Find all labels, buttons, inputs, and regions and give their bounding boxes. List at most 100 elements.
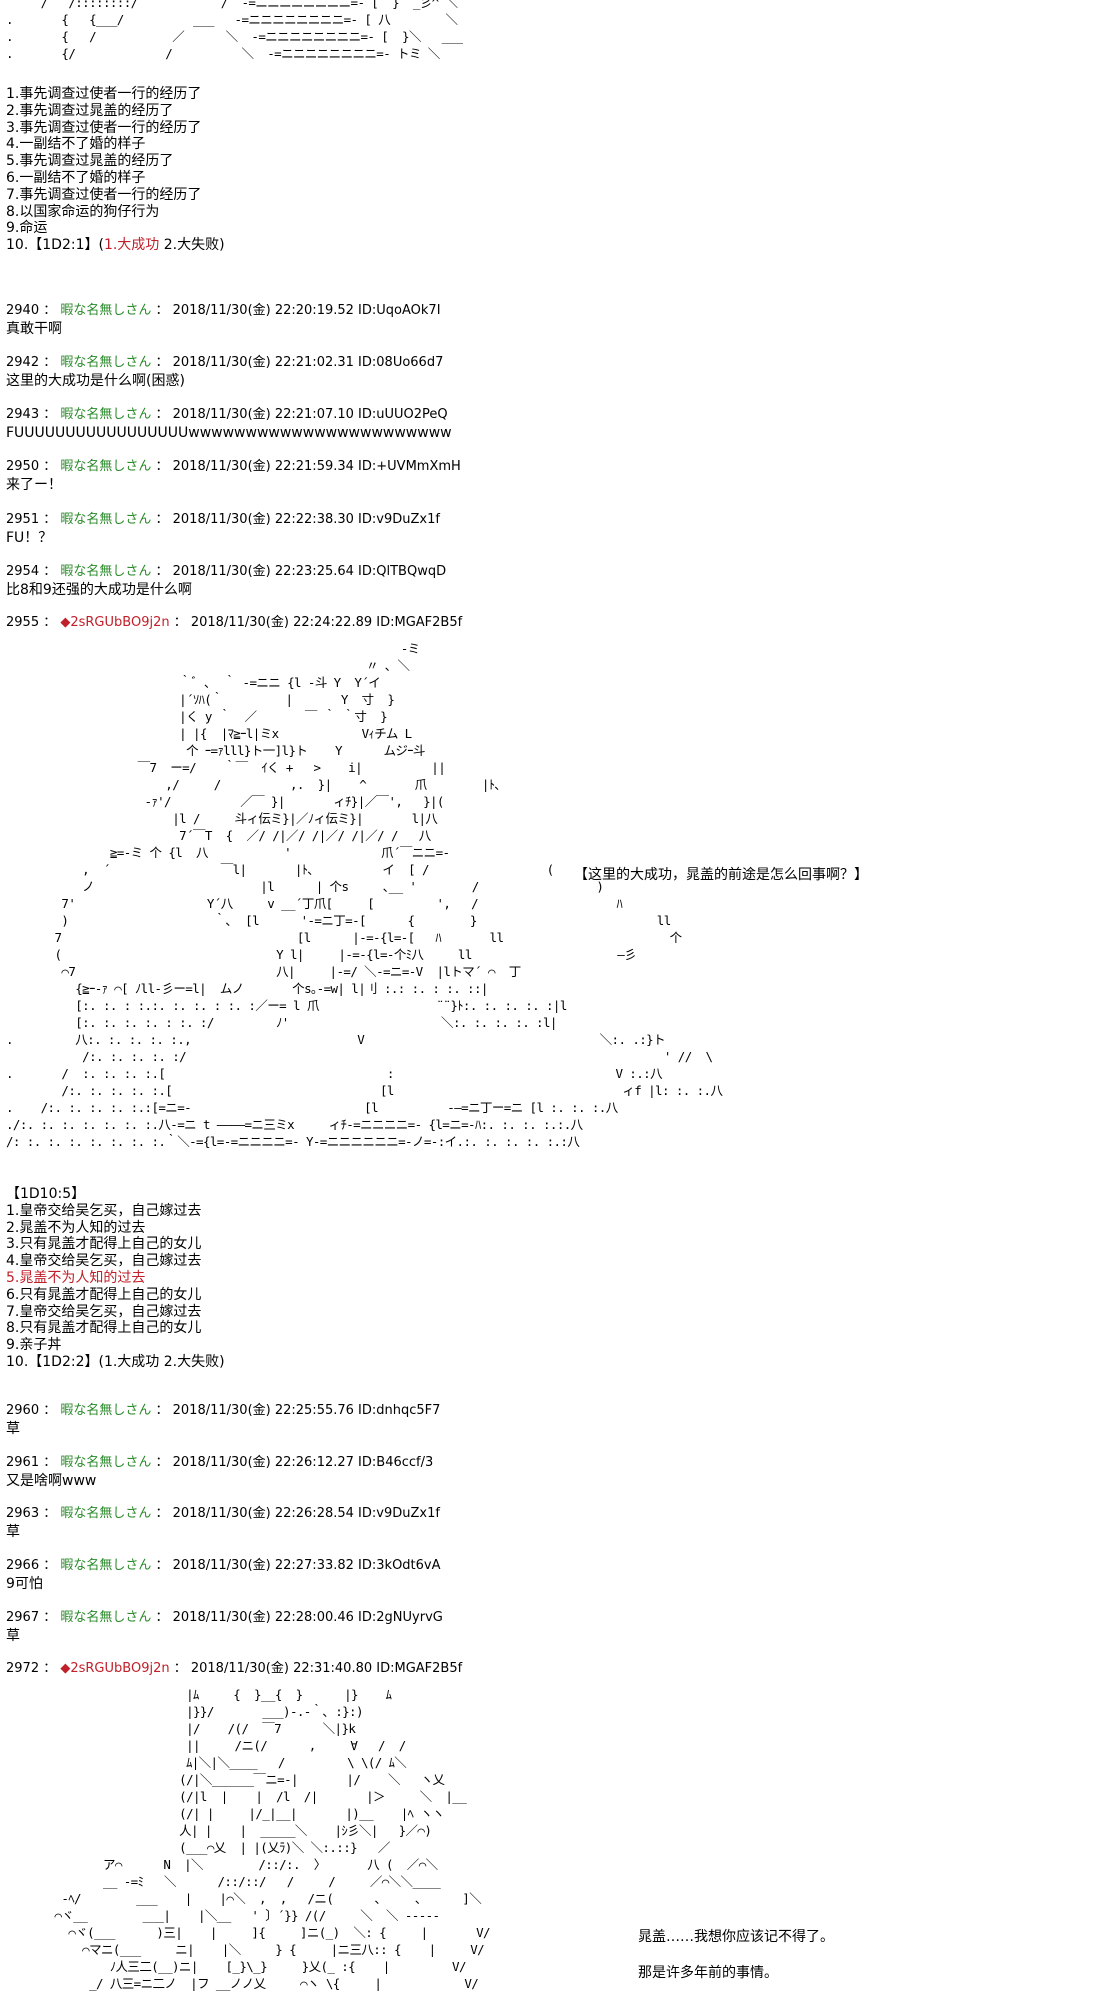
poster-name: 暇な名無しさん	[60, 459, 152, 474]
reply-post: 2943 ： 暇な名無しさん ： 2018/11/30(金) 22:21:07.…	[6, 406, 452, 442]
post-body: 这里的大成功是什么啊(困惑)	[6, 373, 185, 389]
dice-suffix: 2.大失败)	[159, 237, 225, 254]
post-number[interactable]: 2955	[6, 615, 40, 630]
poster-id: ID:QlTBQwqD	[358, 564, 447, 579]
poster-id: ID:UqoAOk7I	[358, 303, 441, 318]
roll1-option: 6.一副结不了婚的样子	[6, 169, 146, 186]
middle-ascii-art: -ミ 〃 ､ ＼ ｀ﾞ ､ ｀ -=ニニ {l -斗 Y Y´イ |´ｿﾊ(｀ …	[6, 641, 723, 1149]
roll2-option: 6.只有晁盖才配得上自己的女儿	[6, 1286, 202, 1303]
post-body: 草	[6, 1524, 20, 1540]
post-number[interactable]: 2960	[6, 1403, 40, 1418]
poster-id: ID:08Uo66d7	[358, 355, 444, 370]
op-name: ◆2sRGUbBO9j2n	[60, 1661, 170, 1676]
op-post-header: 2955 ： ◆2sRGUbBO9j2n ： 2018/11/30(金) 22:…	[6, 615, 463, 630]
post-number[interactable]: 2942	[6, 355, 40, 370]
post-number[interactable]: 2940	[6, 303, 40, 318]
roll2-dice-result: 10.【1D2:2】(1.大成功 2.大失败)	[6, 1353, 225, 1370]
post-body: 草	[6, 1628, 20, 1644]
post-body: 真敢干啊	[6, 321, 62, 337]
poster-name: 暇な名無しさん	[60, 1558, 152, 1573]
post-header: 2954 ： 暇な名無しさん ： 2018/11/30(金) 22:23:25.…	[6, 564, 447, 579]
reply-post: 2961 ： 暇な名無しさん ： 2018/11/30(金) 22:26:12.…	[6, 1454, 433, 1490]
roll2-option: 9.亲子丼	[6, 1337, 62, 1354]
art-caption: 【这里的大成功，晁盖的前途是怎么回事啊？】	[574, 867, 868, 883]
post-number[interactable]: 2961	[6, 1455, 40, 1470]
poster-id: ID:B46ccf/3	[358, 1455, 434, 1470]
post-header: 2961 ： 暇な名無しさん ： 2018/11/30(金) 22:26:12.…	[6, 1455, 434, 1470]
poster-id: ID:uUUO2PeQ	[358, 407, 448, 422]
roll2-option: 7.皇帝交给吴乞买，自己嫁过去	[6, 1303, 202, 1320]
post-date: 2018/11/30(金) 22:21:02.31	[172, 355, 354, 370]
post-body: FUUUUUUUUUUUUUUUUUwwwwwwwwwwwwwwwwwwwwww…	[6, 425, 452, 441]
post-date: 2018/11/30(金) 22:25:55.76	[172, 1403, 354, 1418]
post-header: 2943 ： 暇な名無しさん ： 2018/11/30(金) 22:21:07.…	[6, 407, 448, 422]
reply-post: 2950 ： 暇な名無しさん ： 2018/11/30(金) 22:21:59.…	[6, 458, 461, 494]
poster-id: ID:+UVMmXmH	[358, 459, 461, 474]
poster-id: ID:3kOdt6vA	[358, 1558, 441, 1573]
reply-post: 2963 ： 暇な名無しさん ： 2018/11/30(金) 22:26:28.…	[6, 1505, 440, 1541]
dice-success: 1.大成功	[103, 237, 160, 254]
reply-post: 2967 ： 暇な名無しさん ： 2018/11/30(金) 22:28:00.…	[6, 1609, 443, 1645]
art-caption: 那是许多年前的事情。	[638, 1965, 778, 1981]
poster-id: ID:MGAF2B5f	[376, 1661, 463, 1676]
roll2-option-selected: 5.晁盖不为人知的过去	[6, 1269, 146, 1286]
poster-name: 暇な名無しさん	[60, 1610, 152, 1625]
post-number[interactable]: 2963	[6, 1506, 40, 1521]
poster-id: ID:v9DuZx1f	[358, 512, 440, 527]
reply-post: 2940 ： 暇な名無しさん ： 2018/11/30(金) 22:20:19.…	[6, 302, 441, 338]
post-date: 2018/11/30(金) 22:28:00.46	[172, 1610, 354, 1625]
roll1-option: 5.事先调查过晁盖的经历了	[6, 153, 174, 170]
roll1-option: 8.以国家命运的狗仔行为	[6, 203, 160, 220]
poster-id: ID:MGAF2B5f	[376, 615, 463, 630]
post-date: 2018/11/30(金) 22:21:07.10	[172, 407, 354, 422]
poster-id: ID:v9DuZx1f	[358, 1506, 440, 1521]
post-number[interactable]: 2954	[6, 564, 40, 579]
post-body: 草	[6, 1421, 20, 1437]
reply-post: 2966 ： 暇な名無しさん ： 2018/11/30(金) 22:27:33.…	[6, 1557, 441, 1593]
reply-post: 2954 ： 暇な名無しさん ： 2018/11/30(金) 22:23:25.…	[6, 563, 446, 599]
top-ascii-art: / /::::::::/ / -=ニニニニニニニニ=- [ } _彡^ ＼ . …	[6, 0, 463, 61]
post-date: 2018/11/30(金) 22:24:22.89	[190, 615, 373, 630]
post-number[interactable]: 2943	[6, 407, 40, 422]
reply-post: 2960 ： 暇な名無しさん ： 2018/11/30(金) 22:25:55.…	[6, 1402, 440, 1438]
post-date: 2018/11/30(金) 22:21:59.34	[172, 459, 354, 474]
post-body: 9可怕	[6, 1576, 43, 1592]
roll1-option: 1.事先调查过使者一行的经历了	[6, 86, 202, 102]
post-date: 2018/11/30(金) 22:23:25.64	[172, 564, 354, 579]
poster-name: 暇な名無しさん	[60, 1506, 152, 1521]
post-header: 2960 ： 暇な名無しさん ： 2018/11/30(金) 22:25:55.…	[6, 1403, 441, 1418]
roll2-options: 【1D10:5】 1.皇帝交给吴乞买，自己嫁过去 2.晁盖不为人知的过去 3.只…	[6, 1186, 225, 1371]
post-body: FU！？	[6, 530, 53, 546]
post-header: 2966 ： 暇な名無しさん ： 2018/11/30(金) 22:27:33.…	[6, 1558, 441, 1573]
post-number[interactable]: 2950	[6, 459, 40, 474]
poster-name: 暇な名無しさん	[60, 564, 152, 579]
poster-name: 暇な名無しさん	[60, 1455, 152, 1470]
post-date: 2018/11/30(金) 22:26:28.54	[172, 1506, 354, 1521]
poster-name: 暇な名無しさん	[60, 303, 152, 318]
post-date: 2018/11/30(金) 22:31:40.80	[190, 1661, 373, 1676]
roll2-option: 4.皇帝交给吴乞买，自己嫁过去	[6, 1253, 202, 1270]
post-body: 又是啥啊www	[6, 1473, 97, 1489]
poster-name: 暇な名無しさん	[60, 407, 152, 422]
post-number[interactable]: 2967	[6, 1610, 40, 1625]
post-header: 2951 ： 暇な名無しさん ： 2018/11/30(金) 22:22:38.…	[6, 512, 440, 527]
roll2-option: 1.皇帝交给吴乞买，自己嫁过去	[6, 1202, 202, 1219]
post-number[interactable]: 2951	[6, 512, 40, 527]
reply-post: 2942 ： 暇な名無しさん ： 2018/11/30(金) 22:21:02.…	[6, 354, 443, 390]
roll1-options: 1.事先调查过使者一行的经历了 2.事先调查过晁盖的经历了 3.事先调查过使者一…	[6, 86, 225, 254]
art-caption: 晁盖……我想你应该记不得了。	[638, 1929, 834, 1945]
dice-prefix: 10.【1D2:1】(	[6, 237, 104, 254]
post-header: 2963 ： 暇な名無しさん ： 2018/11/30(金) 22:26:28.…	[6, 1506, 440, 1521]
post-header: 2967 ： 暇な名無しさん ： 2018/11/30(金) 22:28:00.…	[6, 1610, 443, 1625]
post-date: 2018/11/30(金) 22:26:12.27	[172, 1455, 354, 1470]
roll2-option: 3.只有晁盖才配得上自己的女儿	[6, 1236, 202, 1253]
post-date: 2018/11/30(金) 22:20:19.52	[172, 303, 354, 318]
roll1-option: 3.事先调查过使者一行的经历了	[6, 119, 202, 136]
post-header: 2950 ： 暇な名無しさん ： 2018/11/30(金) 22:21:59.…	[6, 459, 461, 474]
roll2-option: 8.只有晁盖才配得上自己的女儿	[6, 1320, 202, 1337]
roll1-option: 9.命运	[6, 220, 48, 237]
post-number[interactable]: 2966	[6, 1558, 40, 1573]
post-number[interactable]: 2972	[6, 1661, 40, 1676]
roll1-option: 4.一副结不了婚的样子	[6, 136, 146, 153]
